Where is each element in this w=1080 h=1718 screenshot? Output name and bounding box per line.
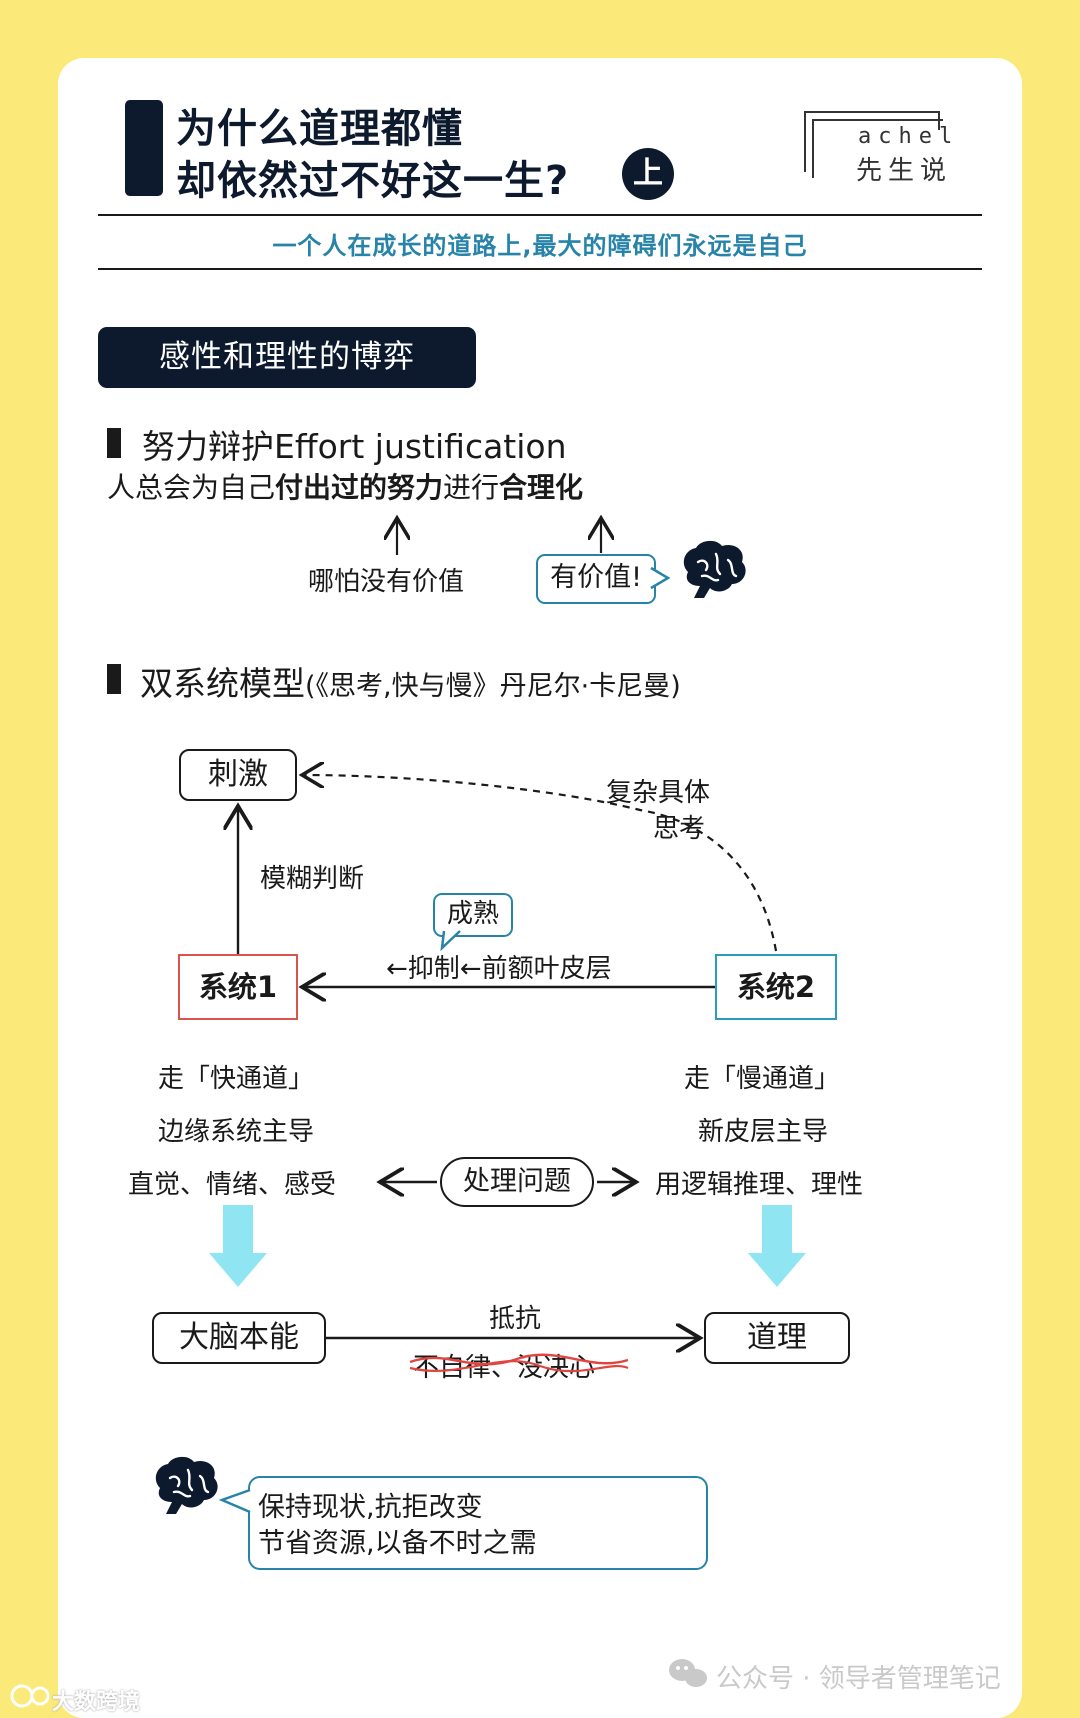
label-resist: 抵抗: [489, 1304, 542, 1334]
label-fuzzy-judgement: 模糊判断: [260, 864, 365, 894]
part-badge: 上: [622, 148, 674, 200]
label-complex-line2: 思考: [653, 814, 706, 844]
brain-note-tail: [218, 1488, 251, 1514]
right-channel: 走「慢通道」: [684, 1064, 841, 1094]
effort-sentence: 人总会为自己付出过的努力进行合理化: [107, 466, 583, 506]
watermark-logo-icon: [10, 1684, 50, 1708]
right-cortex: 新皮层主导: [698, 1117, 829, 1147]
effort-sentence-bold2: 合理化: [499, 471, 584, 504]
wechat-icon: [669, 1659, 707, 1687]
logo-text-cn: 先生说: [856, 156, 953, 186]
bullet-square: [107, 664, 121, 694]
node-system2: 系统2: [715, 954, 837, 1020]
bullet-square: [107, 428, 121, 458]
node-brain-instinct: 大脑本能: [152, 1312, 326, 1364]
left-traits: 直觉、情绪、感受: [128, 1170, 337, 1200]
label-suppress: ←抑制←前额叶皮层: [386, 954, 612, 984]
node-system1: 系统1: [178, 954, 298, 1020]
node-process-problem: 处理问题: [440, 1157, 594, 1207]
strike-through-2: [409, 1360, 629, 1373]
node-reason: 道理: [704, 1312, 850, 1364]
header-rule-bottom: [98, 268, 982, 270]
brain-icon: [683, 540, 746, 598]
subtitle: 一个人在成长的道路上,最大的障碍们永远是自己: [272, 232, 808, 260]
right-traits: 用逻辑推理、理性: [655, 1170, 864, 1200]
arrow-system2-to-stimulus: [302, 775, 778, 952]
page-title-line1: 为什么道理都懂: [176, 106, 463, 152]
page-title-line2: 却依然过不好这一生?: [176, 158, 570, 204]
model-heading-main: 双系统模型: [140, 664, 305, 703]
header-rule-top: [98, 214, 982, 216]
effort-heading: 努力辩护Effort justification: [142, 427, 567, 466]
label-complex-line1: 复杂具体: [606, 778, 711, 808]
model-heading-ref: (《思考,快与慢》丹尼尔·卡尼曼): [305, 671, 681, 702]
effort-sentence-part1: 人总会为自己: [107, 471, 276, 504]
logo-frame: [803, 110, 947, 180]
effort-speech-bubble: 有价值!: [536, 554, 656, 604]
node-stimulus: 刺激: [179, 749, 297, 801]
title-accent-bar: [125, 100, 163, 196]
brain-note-bubble: [248, 1476, 708, 1570]
effort-sentence-bold1: 付出过的努力: [275, 471, 444, 504]
watermark-right: 公众号 · 领导者管理笔记: [716, 1664, 1001, 1694]
down-arrow-left: [209, 1205, 267, 1287]
model-heading: 双系统模型(《思考,快与慢》丹尼尔·卡尼曼): [140, 657, 681, 705]
mature-bubble: 成熟: [433, 893, 513, 937]
effort-sentence-part2: 进行: [443, 471, 500, 504]
left-cortex: 边缘系统主导: [158, 1117, 315, 1147]
strike-through-1: [409, 1353, 629, 1366]
left-channel: 走「快通道」: [158, 1064, 315, 1094]
section-heading: 感性和理性的博弈: [98, 327, 476, 388]
watermark-left: 大数跨境: [52, 1690, 141, 1715]
brain-note-line1: 保持现状,抗拒改变: [258, 1492, 483, 1523]
down-arrow-right: [748, 1205, 806, 1287]
logo-text-en: achel: [858, 124, 960, 149]
brain-note-line2: 节省资源,以备不时之需: [258, 1528, 537, 1559]
effort-bubble-tail: [650, 566, 671, 590]
mature-bubble-tail: [440, 930, 461, 952]
effort-note-left: 哪怕没有价值: [308, 567, 465, 597]
brain-icon: [155, 1456, 218, 1514]
